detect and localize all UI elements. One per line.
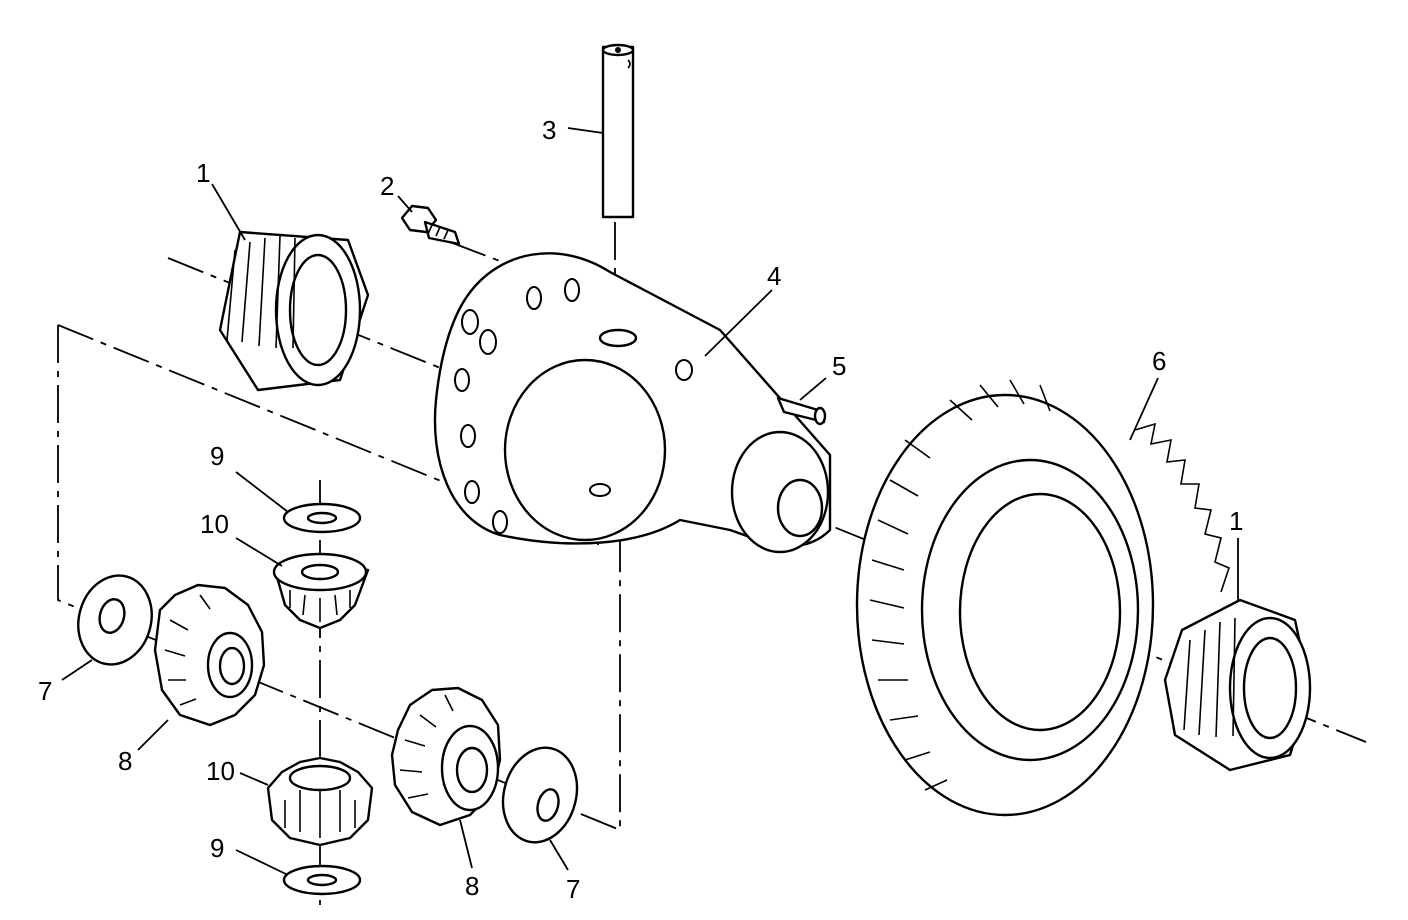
differential-case-icon [433,252,832,554]
thrust-washer-icon [77,574,153,666]
callout-9-lower-washer: 9 [210,833,224,863]
ring-gear-icon [855,379,1230,817]
callout-6-ring-gear: 6 [1152,346,1166,376]
callout-10-lower-pinion: 10 [206,756,235,786]
callout-10-upper-pinion: 10 [200,509,229,539]
pinion-gear-icon [272,552,370,630]
callout-1-bearing-left: 1 [196,158,210,188]
callout-9-upper-washer: 9 [210,441,224,471]
side-gear-icon [390,686,502,827]
callout-8-left-side-gear: 8 [118,746,132,776]
callout-4-differential-case: 4 [767,261,781,291]
thrust-washer-icon [501,746,579,844]
callout-8-lower-side-gear: 8 [465,871,479,901]
callout-7-left-washer: 7 [38,676,52,706]
thrust-washer-icon [282,864,362,896]
callout-7-lower-washer: 7 [566,874,580,904]
thrust-washer-icon [282,502,362,534]
callout-2-bolt: 2 [380,171,394,201]
tapered-roller-bearing-icon [1163,598,1312,772]
side-gear-icon [153,583,266,727]
lock-pin-icon [776,396,827,426]
leader-lines [61,127,1239,876]
callout-5-lock-pin: 5 [832,351,846,381]
bolt-icon [400,204,461,246]
callout-labels: 1 2 3 4 5 6 1 9 10 7 8 10 9 8 7 [38,115,1243,904]
pinion-gear-icon [266,756,374,847]
callout-1-bearing-right: 1 [1229,506,1243,536]
tapered-roller-bearing-icon [218,230,370,392]
pinion-shaft-icon [601,43,635,219]
callout-3-pinion-shaft: 3 [542,115,556,145]
